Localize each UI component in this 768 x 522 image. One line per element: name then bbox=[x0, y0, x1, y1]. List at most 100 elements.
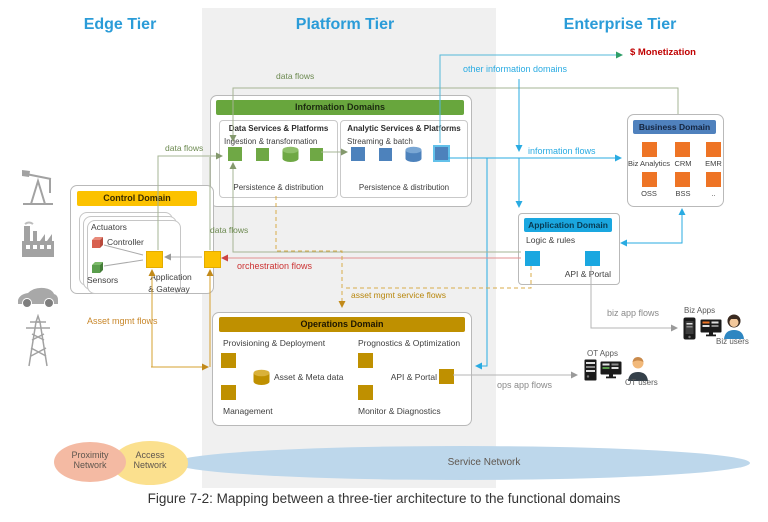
biz-apps-phone-icon bbox=[683, 317, 696, 340]
actuator-cube-icon bbox=[92, 237, 103, 248]
control-domain-header: Control Domain bbox=[77, 191, 197, 206]
car-icon bbox=[18, 287, 58, 308]
streaming-label: Streaming & batch bbox=[347, 137, 413, 146]
app-api-square bbox=[585, 251, 600, 266]
monetization-label: $ Monetization bbox=[630, 47, 696, 58]
business-domain-header: Business Domain bbox=[633, 120, 716, 134]
controller-square bbox=[146, 251, 163, 268]
sensors-label: Sensors bbox=[87, 275, 119, 285]
biz-analytics-label: Biz Analytics bbox=[627, 159, 671, 168]
asset-mgmt-service-flows-label: asset mgmt service flows bbox=[351, 290, 446, 300]
prognostics-label: Prognostics & Optimization bbox=[358, 338, 461, 348]
analytic-module-square bbox=[379, 148, 392, 161]
analytic-module-square bbox=[351, 147, 365, 161]
management-label: Management bbox=[223, 406, 273, 416]
analytic-store-cylinder-icon bbox=[405, 146, 422, 162]
biz-user-icon bbox=[724, 314, 744, 339]
controller-label: Controller bbox=[107, 237, 144, 247]
gateway-label-1: Application bbox=[150, 272, 192, 282]
bss-square bbox=[675, 172, 690, 187]
app-api-portal-label: API & Portal bbox=[564, 269, 611, 279]
oil-pump-icon bbox=[22, 170, 53, 205]
ingestion-label: Ingestion & transformation bbox=[224, 137, 318, 146]
provisioning-square bbox=[221, 353, 236, 368]
asset-meta-label: Asset & Meta data bbox=[274, 372, 344, 382]
business-domain-box: Business Domain Biz Analytics CRM EMR OS… bbox=[627, 114, 724, 207]
figure-caption: Figure 7-2: Mapping between a three-tier… bbox=[147, 491, 621, 506]
sensor-cube-icon bbox=[92, 262, 103, 273]
proximity-network-label-1: Proximity bbox=[71, 450, 109, 460]
service-network-ellipse: Service Network bbox=[174, 446, 750, 480]
ops-api-portal-label: API & Portal bbox=[390, 372, 437, 382]
data-store-cylinder-icon bbox=[282, 146, 299, 162]
data-flows-top-label: data flows bbox=[276, 71, 315, 81]
data-persistence-label: Persistence & distribution bbox=[233, 183, 324, 192]
platform-tier-header: Platform Tier bbox=[295, 16, 395, 33]
analytic-module-square-highlighted bbox=[433, 145, 450, 162]
gateway-label-2: & Gateway bbox=[148, 284, 190, 294]
access-network-label-2: Network bbox=[133, 460, 167, 470]
ot-user-icon bbox=[628, 357, 648, 381]
access-network-ellipse: Access Network bbox=[112, 441, 188, 485]
analytic-persistence-label: Persistence & distribution bbox=[358, 183, 450, 192]
logic-square bbox=[525, 251, 540, 266]
bss-label: BSS bbox=[675, 189, 691, 198]
service-network-label: Service Network bbox=[447, 457, 521, 468]
data-services-box: Data Services & Platforms Ingestion & tr… bbox=[219, 120, 338, 198]
emr-square bbox=[706, 142, 721, 157]
oss-square bbox=[642, 172, 657, 187]
analytic-services-title: Analytic Services & Platforms bbox=[347, 124, 461, 133]
monitor-label: Monitor & Diagnostics bbox=[358, 406, 441, 416]
enterprise-tier-header: Enterprise Tier bbox=[563, 16, 677, 33]
asset-mgmt-flows-label: Asset mgmt flows bbox=[87, 316, 158, 326]
power-tower-icon bbox=[26, 314, 50, 367]
application-domain-header: Application Domain bbox=[524, 218, 612, 232]
oss-label: OSS bbox=[641, 189, 657, 198]
data-flows-left-label: data flows bbox=[165, 143, 204, 153]
flow-line-application-business bbox=[620, 208, 686, 247]
asset-meta-cylinder-icon bbox=[253, 369, 270, 385]
biz-apps-label: Biz Apps bbox=[684, 306, 716, 315]
provisioning-label: Provisioning & Deployment bbox=[223, 338, 326, 348]
data-module-square bbox=[256, 148, 269, 161]
data-flows-mid-label: data flows bbox=[210, 225, 249, 235]
ops-api-square bbox=[439, 369, 454, 384]
emr-label: EMR bbox=[705, 159, 722, 168]
logic-rules-label: Logic & rules bbox=[526, 235, 576, 245]
crm-square bbox=[675, 142, 690, 157]
operations-domain-header: Operations Domain bbox=[219, 317, 465, 332]
proximity-network-ellipse: Proximity Network bbox=[54, 442, 126, 482]
crm-label: CRM bbox=[674, 159, 692, 168]
ops-app-flows-label: ops app flows bbox=[497, 380, 553, 390]
information-domains-box: Information Domains Data Services & Plat… bbox=[210, 95, 472, 207]
prognostics-square bbox=[358, 353, 373, 368]
edge-tier-header: Edge Tier bbox=[83, 16, 157, 33]
analytic-services-box: Analytic Services & Platforms Streaming … bbox=[340, 120, 468, 198]
control-domain-box: Control Domain Actuators Controller Sens… bbox=[70, 185, 221, 294]
other-information-domains-label: other information domains bbox=[463, 64, 568, 74]
ot-users-label: OT users bbox=[625, 378, 658, 387]
monitor-square bbox=[358, 385, 373, 400]
ot-apps-label: OT Apps bbox=[587, 349, 618, 358]
ot-apps-dashboard-icon bbox=[600, 361, 622, 379]
data-module-square bbox=[228, 147, 242, 161]
more-square bbox=[706, 172, 721, 187]
orchestration-flows-label: orchestration flows bbox=[237, 261, 313, 271]
actuators-label: Actuators bbox=[91, 222, 127, 232]
factory-icon bbox=[22, 221, 54, 257]
biz-users-label: Biz users bbox=[716, 337, 749, 346]
operations-domain-box: Operations Domain Provisioning & Deploym… bbox=[212, 312, 472, 426]
biz-apps-dashboard-icon bbox=[700, 319, 722, 337]
application-domain-box: Application Domain Logic & rules API & P… bbox=[518, 213, 620, 285]
access-network-label-1: Access bbox=[135, 450, 165, 460]
information-flows-label: information flows bbox=[528, 146, 596, 156]
gateway-square bbox=[204, 251, 221, 268]
data-services-title: Data Services & Platforms bbox=[228, 124, 329, 133]
management-square bbox=[221, 385, 236, 400]
more-label: .. bbox=[711, 189, 716, 198]
proximity-network-label-2: Network bbox=[73, 460, 107, 470]
biz-app-flows-label: biz app flows bbox=[607, 308, 660, 318]
information-domains-header: Information Domains bbox=[216, 100, 464, 115]
data-module-square bbox=[310, 148, 323, 161]
